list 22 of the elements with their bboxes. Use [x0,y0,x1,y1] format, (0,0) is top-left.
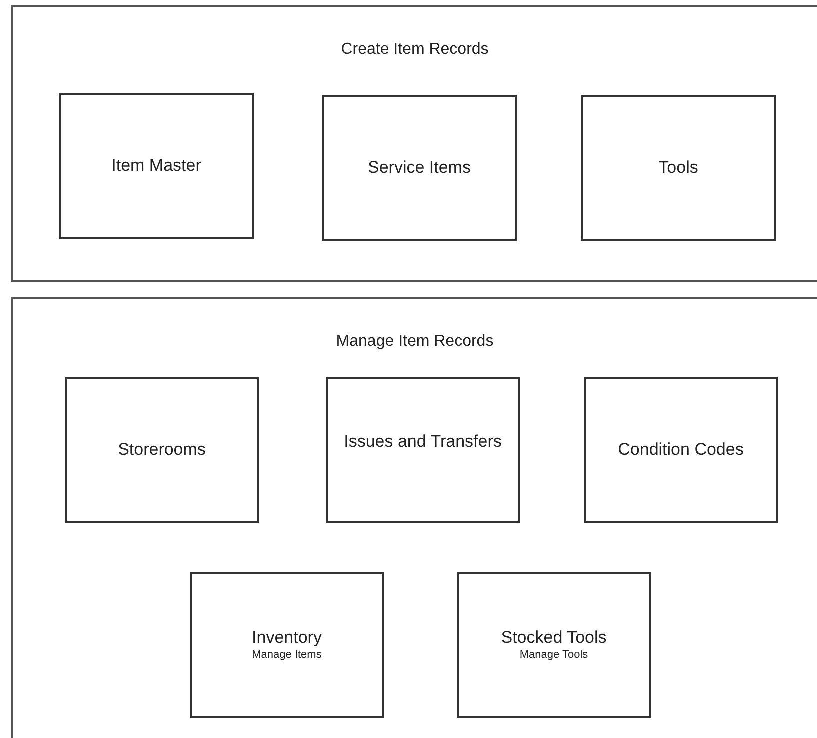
process-box [581,95,776,241]
box-label: Issues and Transfers [344,431,502,453]
box-label: Inventory [252,627,322,648]
box-label: Stocked Tools [501,627,607,648]
group-frame [11,5,817,282]
process-box [59,93,254,239]
process-box [584,377,778,523]
box-label: Condition Codes [618,439,744,461]
box-label: Service Items [368,157,471,179]
group-title: Manage Item Records [335,333,495,351]
box-sublabel: Manage Tools [520,648,588,663]
process-box [65,377,259,523]
process-box [322,95,517,241]
box-sublabel: Manage Items [252,648,322,663]
box-label: Item Master [112,155,202,177]
process-box [326,377,520,523]
box-label: Storerooms [118,439,206,461]
group-frame [11,297,817,738]
box-label: Tools [658,157,698,179]
group-title: Create Item Records [340,41,490,59]
process-box [457,572,651,718]
process-box [190,572,384,718]
